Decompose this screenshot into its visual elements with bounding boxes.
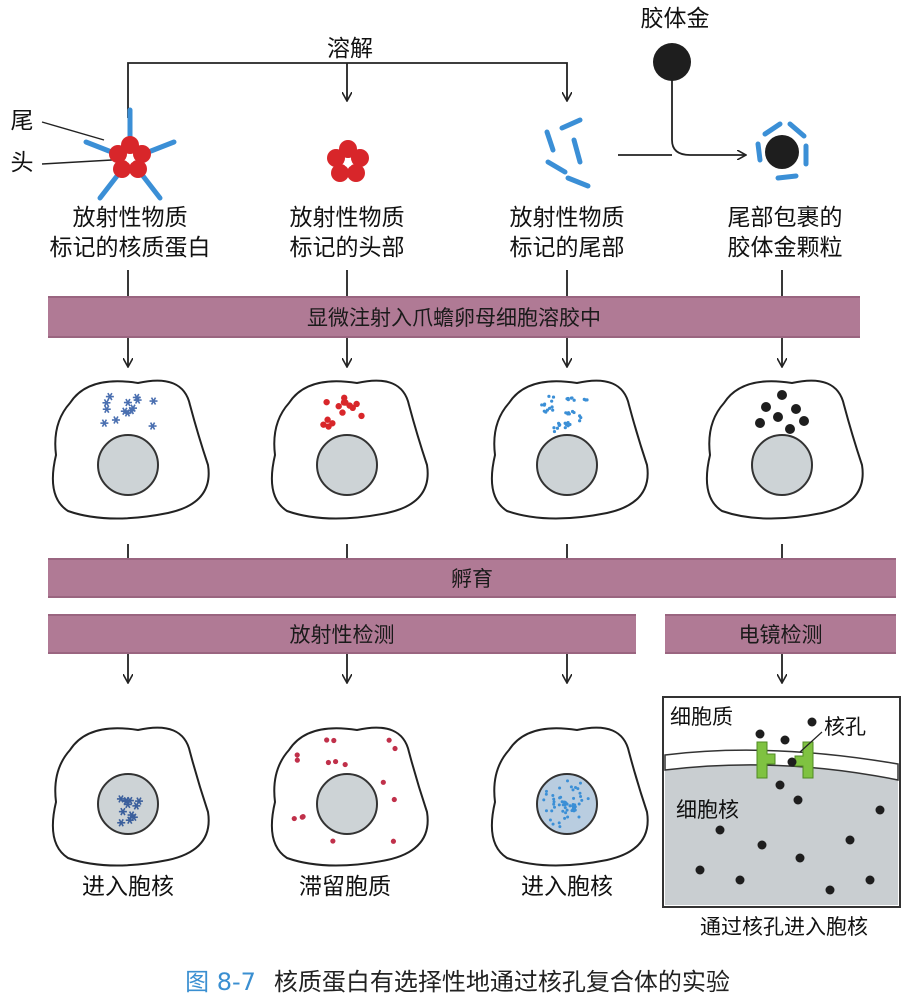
leader-lines bbox=[41, 121, 113, 165]
injected-cells bbox=[51, 379, 864, 520]
result-1-label: 进入胞核 bbox=[82, 874, 174, 900]
column-3-label: 放射性物质标记的尾部 bbox=[509, 205, 625, 261]
upper-cell-1 bbox=[51, 379, 210, 520]
upper-cell-4 bbox=[705, 379, 864, 520]
figure-title: 核质蛋白有选择性地通过核孔复合体的实验 bbox=[273, 968, 730, 996]
upper-cell-3 bbox=[490, 379, 649, 520]
cell-particles bbox=[755, 390, 809, 434]
tail-coated-gold bbox=[755, 121, 809, 181]
column-1-label: 放射性物质标记的核质蛋白 bbox=[49, 205, 211, 261]
tail-label: 尾 bbox=[10, 108, 34, 134]
em-pore-label: 核孔 bbox=[824, 715, 866, 739]
result-2-label: 滞留胞质 bbox=[299, 874, 391, 900]
em-nucleus-label: 细胞核 bbox=[676, 798, 739, 822]
cell-particles bbox=[291, 737, 398, 844]
dissolve-bracket bbox=[127, 62, 567, 118]
upper-cell-2 bbox=[270, 379, 429, 520]
nuclear-pore bbox=[756, 741, 814, 779]
cell-particles bbox=[320, 394, 365, 430]
incubate-bar: 孵育 bbox=[48, 558, 896, 598]
result-cell-3 bbox=[490, 726, 649, 867]
cell-particles bbox=[100, 392, 158, 430]
colloid-gold-label: 胶体金 bbox=[640, 6, 710, 32]
inject-bar: 显微注射入爪蟾卵母细胞溶胶中 bbox=[48, 296, 860, 338]
nucleoplasmin-molecule bbox=[83, 107, 177, 201]
column-2-label: 放射性物质标记的头部 bbox=[289, 205, 405, 261]
head-domain bbox=[327, 140, 369, 182]
em-result-label: 通过核孔进入胞核 bbox=[700, 915, 868, 939]
dissolve-label: 溶解 bbox=[327, 36, 373, 62]
cell-particles bbox=[540, 394, 589, 434]
colloid-gold-particle bbox=[653, 43, 691, 81]
flow-arrows bbox=[128, 270, 782, 682]
figure-caption: 图 8-7 核质蛋白有选择性地通过核孔复合体的实验 bbox=[0, 962, 915, 997]
radioactivity-bar: 放射性检测 bbox=[48, 614, 636, 654]
em-cytoplasm-label: 细胞质 bbox=[670, 705, 733, 729]
gold-arrow bbox=[618, 80, 745, 155]
column-4-label: 尾部包裹的胶体金颗粒 bbox=[727, 205, 843, 261]
figure-number: 图 8-7 bbox=[185, 968, 256, 996]
em-bar: 电镜检测 bbox=[665, 614, 896, 654]
result-cells bbox=[51, 726, 649, 867]
result-3-label: 进入胞核 bbox=[521, 874, 613, 900]
result-cell-2 bbox=[270, 726, 429, 867]
tail-domains bbox=[544, 117, 591, 189]
cell-particles bbox=[116, 795, 143, 827]
result-cell-1 bbox=[51, 726, 210, 867]
cell-particles bbox=[542, 779, 590, 829]
head-label: 头 bbox=[10, 150, 34, 176]
em-panel bbox=[662, 696, 901, 908]
